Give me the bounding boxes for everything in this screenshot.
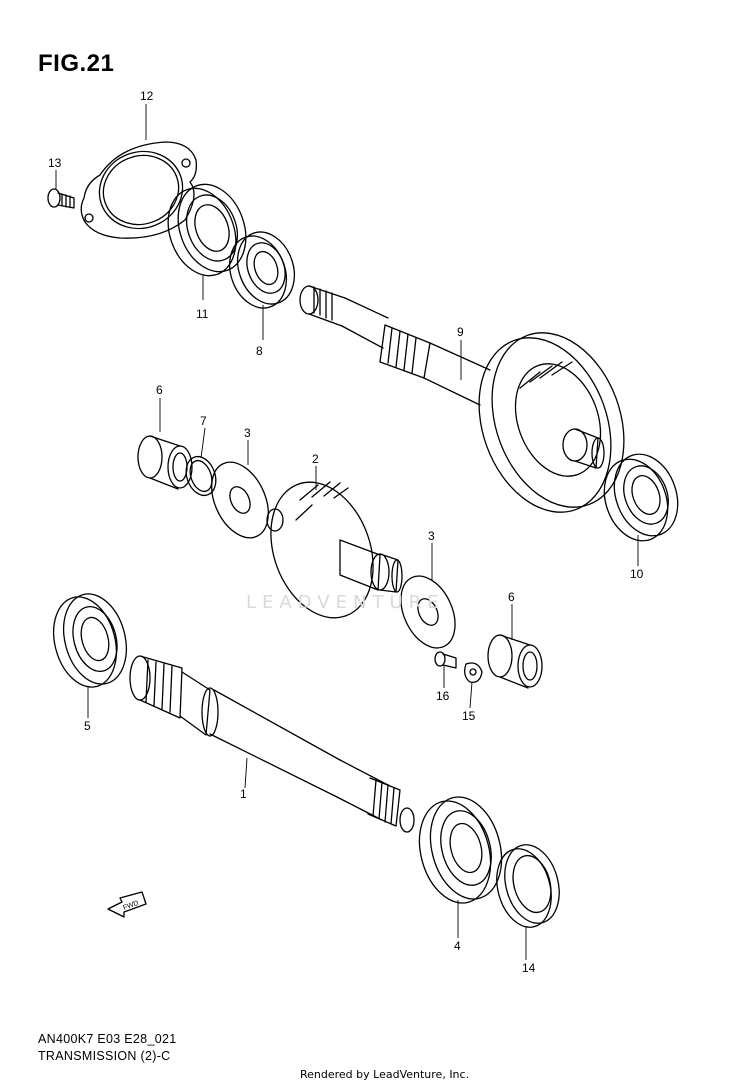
model-code: AN400K7 E03 E28_021 (38, 1032, 177, 1046)
part-3-washer-lower[interactable] (390, 567, 466, 656)
watermark-logo: LEADVENTURE (246, 592, 445, 613)
part-12-bearing[interactable] (157, 175, 258, 285)
callout-1[interactable]: 1 (240, 787, 247, 801)
callout-13[interactable]: 12 (140, 89, 154, 103)
part-3-washer[interactable] (200, 453, 279, 547)
section-title: TRANSMISSION (2)-C (38, 1049, 171, 1063)
part-6-needle-bearing[interactable] (137, 435, 193, 490)
callout-10[interactable]: 8 (256, 344, 263, 358)
callout-9[interactable]: 9 (457, 325, 464, 339)
part-1-main-shaft[interactable] (129, 655, 415, 833)
callout-14[interactable]: 13 (48, 156, 62, 170)
callout-11[interactable]: 10 (630, 567, 644, 581)
callout-6-lower[interactable]: 6 (508, 590, 515, 604)
part-14-screw[interactable] (47, 188, 75, 209)
callout-5[interactable]: 5 (84, 719, 91, 733)
part-7-circlip[interactable] (181, 452, 221, 499)
part-13-gasket[interactable] (80, 140, 198, 240)
callout-2[interactable]: 2 (312, 452, 319, 466)
part-2-gear[interactable] (253, 468, 403, 632)
part-4-bearing[interactable] (409, 789, 513, 911)
part-15-lock-washer[interactable] (464, 662, 483, 683)
part-6-needle-bearing-lower[interactable] (487, 634, 543, 689)
callout-6-upper[interactable]: 6 (156, 383, 163, 397)
fwd-arrow-icon (107, 891, 147, 918)
part-8-oil-seal[interactable] (489, 839, 568, 934)
part-5-bearing[interactable] (44, 587, 136, 694)
callout-15[interactable]: 15 (462, 709, 476, 723)
callout-8[interactable]: 14 (522, 961, 536, 975)
callout-3-lower[interactable]: 3 (428, 529, 435, 543)
rendered-by: Rendered by LeadVenture, Inc. (300, 1068, 470, 1081)
figure-title: FIG.21 (38, 50, 115, 77)
part-9-shaft-gear[interactable] (299, 285, 647, 531)
callout-4[interactable]: 4 (454, 939, 461, 953)
callout-16[interactable]: 16 (436, 689, 450, 703)
part-10-bearing[interactable] (220, 224, 304, 316)
callout-3-upper[interactable]: 3 (244, 426, 251, 440)
part-11-bearing[interactable] (593, 445, 688, 549)
part-16-bolt[interactable] (434, 651, 457, 669)
callout-12[interactable]: 11 (196, 307, 209, 321)
callout-7[interactable]: 7 (200, 414, 207, 428)
